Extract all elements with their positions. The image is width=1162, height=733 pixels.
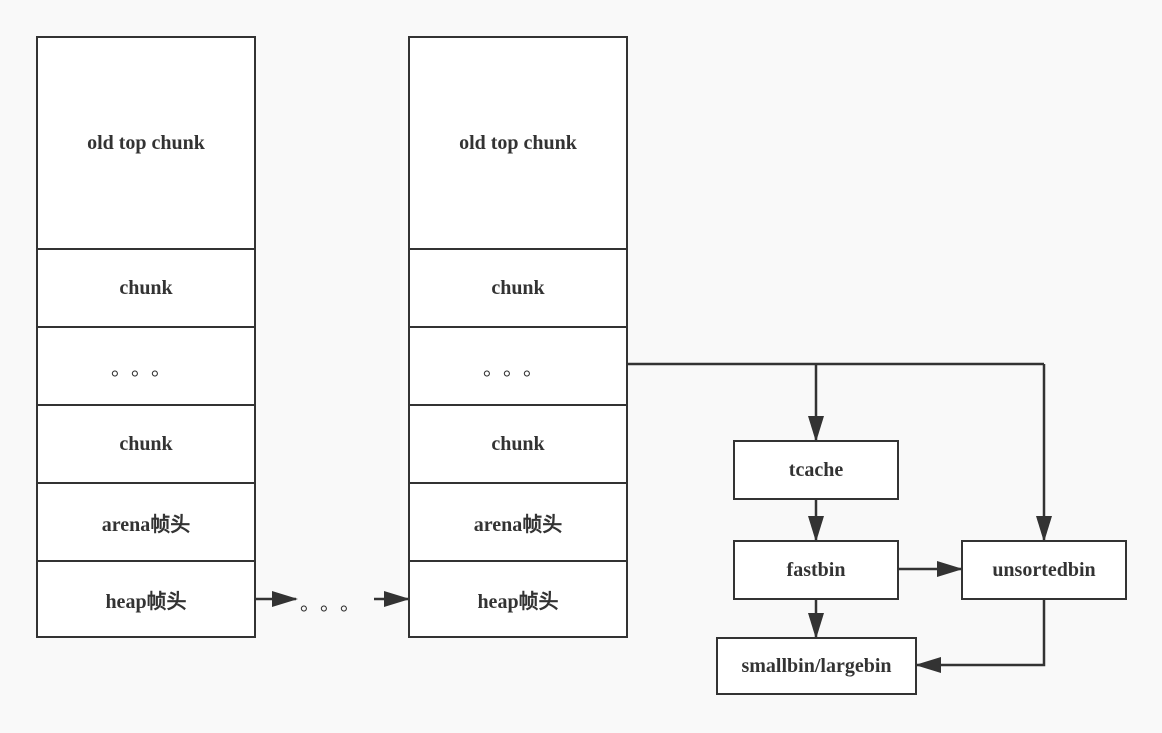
stack-right-chunk-2: chunk [410, 404, 626, 482]
stack-right-heap-header: heap帧头 [410, 560, 626, 636]
stack-right-old-top-chunk: old top chunk [459, 131, 577, 154]
stack-left-chunk-2: chunk [38, 404, 254, 482]
stack-left-old-top-chunk: old top chunk [87, 131, 205, 154]
stack-left-arena-header: arena帧头 [38, 482, 254, 560]
stack-right-ellipsis: 。。。 [410, 326, 626, 404]
fastbin-box: fastbin [733, 540, 899, 600]
unsortedbin-box: unsortedbin [961, 540, 1127, 600]
stack-right-chunk-1: chunk [410, 248, 626, 326]
tcache-box: tcache [733, 440, 899, 500]
stack-left-chunk-1: chunk [38, 248, 254, 326]
between-stacks-ellipsis: 。。。 [300, 593, 370, 615]
smallbin-largebin-box: smallbin/largebin [716, 637, 917, 695]
stack-left-heap-header: heap帧头 [38, 560, 254, 636]
heap-stack-right: old top chunk chunk 。。。 chunk arena帧头 he… [408, 36, 628, 638]
stack-right-arena-header: arena帧头 [410, 482, 626, 560]
heap-stack-left: old top chunk chunk 。。。 chunk arena帧头 he… [36, 36, 256, 638]
stack-left-ellipsis: 。。。 [38, 326, 254, 404]
arrow-unsortedbin-to-smallbin [915, 600, 1046, 673]
